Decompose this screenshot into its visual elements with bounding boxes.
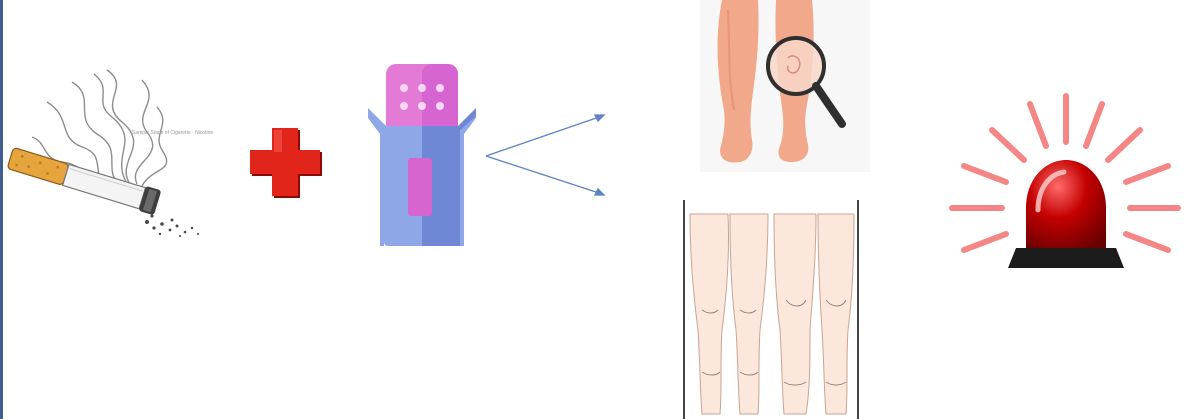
legs-icon	[676, 200, 862, 419]
cigarette-caption: Sample Stage of Cigarette · Nicotine	[132, 130, 213, 136]
legs-icon	[700, 0, 870, 172]
plus-icon	[244, 120, 326, 200]
cigarette-icon: Sample Stage of Cigarette · Nicotine	[2, 62, 214, 242]
arrows-icon	[482, 108, 612, 200]
alarm-light-icon	[942, 90, 1188, 290]
nicotine-patch-icon	[360, 60, 482, 250]
